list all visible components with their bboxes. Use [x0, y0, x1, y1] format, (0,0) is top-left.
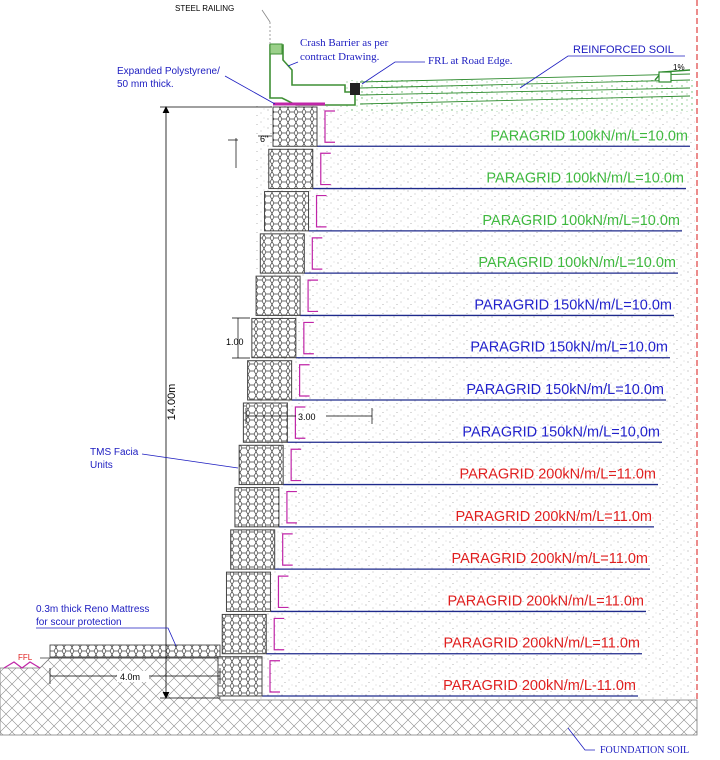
geogrid-connector [299, 364, 310, 397]
geogrid-label: PARAGRID 200kN/m/L=11.0m [460, 467, 657, 483]
geogrid-connector [282, 533, 293, 566]
reno-width-label: 4.0m [120, 672, 140, 682]
offset-6-label: 6" [260, 134, 268, 144]
height-total-label: 14.00m [166, 384, 178, 421]
crash-barrier-label-1: Crash Barrier as per [300, 37, 389, 49]
steel-railing-leader [261, 9, 271, 23]
tms-facia-block [247, 360, 293, 401]
crash-barrier [269, 43, 360, 106]
tms-facia-block [221, 613, 267, 655]
eps-label-1: Expanded Polystyrene/ [117, 66, 220, 77]
geogrid-label: PARAGRID 150kN/m/L=10,0m [462, 424, 660, 440]
layer-width-label: 3.00 [298, 412, 316, 422]
tms-facia-block [255, 275, 301, 316]
tms-facia-block [272, 106, 318, 147]
tms-facia-block [225, 571, 271, 612]
foundation-soil [0, 657, 698, 736]
tms-facia-block [259, 233, 305, 274]
geogrid-label: PARAGRID 200kN/m/L=11.0m [448, 593, 645, 609]
geogrid-label: PARAGRID 100kN/m/L=10.0m [486, 171, 684, 187]
geogrid-label: PARAGRID 150kN/m/L=10.0m [474, 297, 672, 313]
layer-height-dimension [232, 317, 250, 359]
geogrid-connector [286, 490, 297, 524]
road-fill-dots [345, 80, 695, 112]
tms-label-2: Units [90, 460, 113, 471]
reinforced-soil-fill [255, 105, 695, 700]
foundation-soil-label: FOUNDATION SOIL [600, 745, 689, 756]
steel-railing-label: STEEL RAILING [175, 4, 234, 13]
geogrid-label: PARAGRID 150kN/m/L=10.0m [470, 340, 668, 356]
ffl-label: FFL [18, 653, 33, 662]
geogrid-connector [303, 321, 314, 355]
ffl-marker [3, 661, 41, 669]
geogrid-connector [307, 279, 319, 313]
reinforced-soil-label: REINFORCED SOIL [573, 44, 674, 56]
crash-barrier-label-2: contract Drawing. [300, 51, 380, 63]
geogrid-connector [311, 237, 323, 270]
tms-facia-block [238, 444, 284, 486]
tms-facia-block [234, 487, 280, 528]
geogrid-connector [324, 110, 335, 143]
tms-facia-block [251, 317, 297, 359]
geogrid-connector [290, 448, 302, 482]
geogrid-connector [320, 152, 331, 186]
tms-facia-blocks [217, 106, 318, 697]
geogrid-connector [294, 406, 306, 439]
geogrid-lines [262, 110, 690, 697]
tms-facia-block [268, 148, 314, 190]
eps-label-2: 50 mm thick. [117, 79, 174, 90]
geogrid-connector [269, 660, 280, 693]
reno-mattress [49, 644, 221, 658]
geogrid-label: PARAGRID 100kN/m/L=10.0m [482, 213, 680, 229]
drain-box [658, 71, 672, 83]
tms-facia-block [264, 191, 310, 232]
reno-label-1: 0.3m thick Reno Mattress [36, 604, 149, 615]
tms-facia-block [230, 529, 276, 570]
geogrid-label: PARAGRID 200kN/m/L=11.0m [456, 509, 653, 525]
geogrid-connector [273, 617, 285, 651]
geogrid-connector [277, 575, 289, 609]
tms-facia-block [217, 656, 263, 697]
geogrid-label: PARAGRID 200kN/m/L=11.0m [452, 551, 649, 567]
geogrid-label: PARAGRID 100kN/m/L=10.0m [478, 255, 676, 271]
height-dimension [160, 106, 272, 699]
geogrid-label: PARAGRID 150kN/m/L=10.0m [466, 382, 664, 398]
reno-label-2: for scour protection [36, 617, 122, 628]
frl-label: FRL at Road Edge. [428, 55, 513, 67]
geogrid-label: PARAGRID 200kN/m/L-11.0m [443, 678, 636, 694]
offset-dimension [228, 135, 272, 168]
tms-label-1: TMS Facia [90, 447, 139, 458]
layer-height-label: 1.00 [226, 337, 244, 347]
geogrid-label: PARAGRID 100kN/m/L=10.0m [490, 128, 688, 144]
geogrid-label: PARAGRID 200kN/m/L=11.0m [444, 636, 641, 652]
slope-label: 1% [673, 63, 685, 72]
tms-facia-block [242, 402, 288, 443]
geogrid-connector [315, 194, 327, 228]
road-pavement [359, 73, 691, 105]
